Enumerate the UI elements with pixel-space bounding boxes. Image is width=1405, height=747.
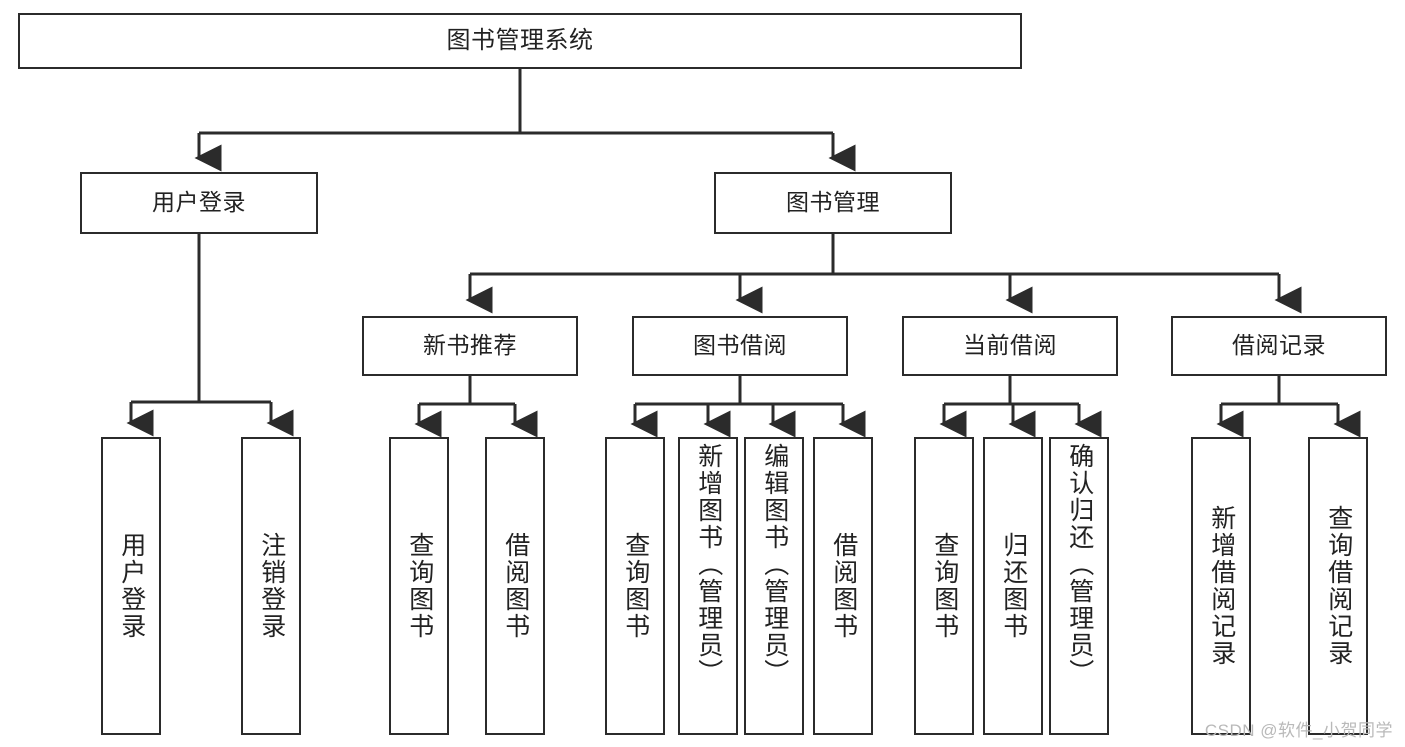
leaf-record-add-record[interactable]: 新增借阅记录 xyxy=(1191,437,1251,735)
node-label: 当前借阅 xyxy=(963,332,1057,359)
leaf-borrow-borrow-book[interactable]: 借阅图书 xyxy=(813,437,873,735)
node-label: 查询图书 xyxy=(405,532,434,640)
leaf-current-query-book[interactable]: 查询图书 xyxy=(914,437,974,735)
node-borrow-record[interactable]: 借阅记录 xyxy=(1171,316,1387,376)
leaf-borrow-query-book[interactable]: 查询图书 xyxy=(605,437,665,735)
node-book-management[interactable]: 图书管理 xyxy=(714,172,952,234)
node-label: 图书管理系统 xyxy=(446,26,594,54)
leaf-current-confirm-return-admin[interactable]: 确认归还（管理员） xyxy=(1049,437,1109,735)
node-label: 借阅图书 xyxy=(501,532,530,640)
watermark-text: CSDN @软件_小贺同学 xyxy=(1204,721,1393,740)
leaf-borrow-add-book-admin[interactable]: 新增图书（管理员） xyxy=(678,437,738,735)
leaf-record-query-record[interactable]: 查询借阅记录 xyxy=(1308,437,1368,735)
node-label: 注销登录 xyxy=(257,532,286,640)
node-label: 借阅记录 xyxy=(1232,332,1326,359)
node-label: 新增借阅记录 xyxy=(1207,505,1236,667)
node-label: 归还图书 xyxy=(999,532,1028,640)
node-user-login[interactable]: 用户登录 xyxy=(80,172,318,234)
node-label: 图书管理 xyxy=(786,189,880,216)
node-label: 确认归还（管理员） xyxy=(1065,443,1094,686)
node-label: 新增图书（管理员） xyxy=(694,443,723,686)
node-root-system[interactable]: 图书管理系统 xyxy=(18,13,1022,69)
node-label: 新书推荐 xyxy=(423,332,517,359)
leaf-new-book-query[interactable]: 查询图书 xyxy=(389,437,449,735)
node-label: 用户登录 xyxy=(152,189,246,216)
leaf-user-login-login[interactable]: 用户登录 xyxy=(101,437,161,735)
node-label: 查询借阅记录 xyxy=(1324,505,1353,667)
node-label: 查询图书 xyxy=(930,532,959,640)
node-label: 图书借阅 xyxy=(693,332,787,359)
leaf-new-book-borrow[interactable]: 借阅图书 xyxy=(485,437,545,735)
node-label: 用户登录 xyxy=(117,532,146,640)
leaf-current-return-book[interactable]: 归还图书 xyxy=(983,437,1043,735)
leaf-user-login-logout[interactable]: 注销登录 xyxy=(241,437,301,735)
node-label: 借阅图书 xyxy=(829,532,858,640)
node-label: 编辑图书（管理员） xyxy=(760,443,789,686)
node-new-book-recommend[interactable]: 新书推荐 xyxy=(362,316,578,376)
leaf-borrow-edit-book-admin[interactable]: 编辑图书（管理员） xyxy=(744,437,804,735)
node-current-borrow[interactable]: 当前借阅 xyxy=(902,316,1118,376)
node-label: 查询图书 xyxy=(621,532,650,640)
node-book-borrow[interactable]: 图书借阅 xyxy=(632,316,848,376)
